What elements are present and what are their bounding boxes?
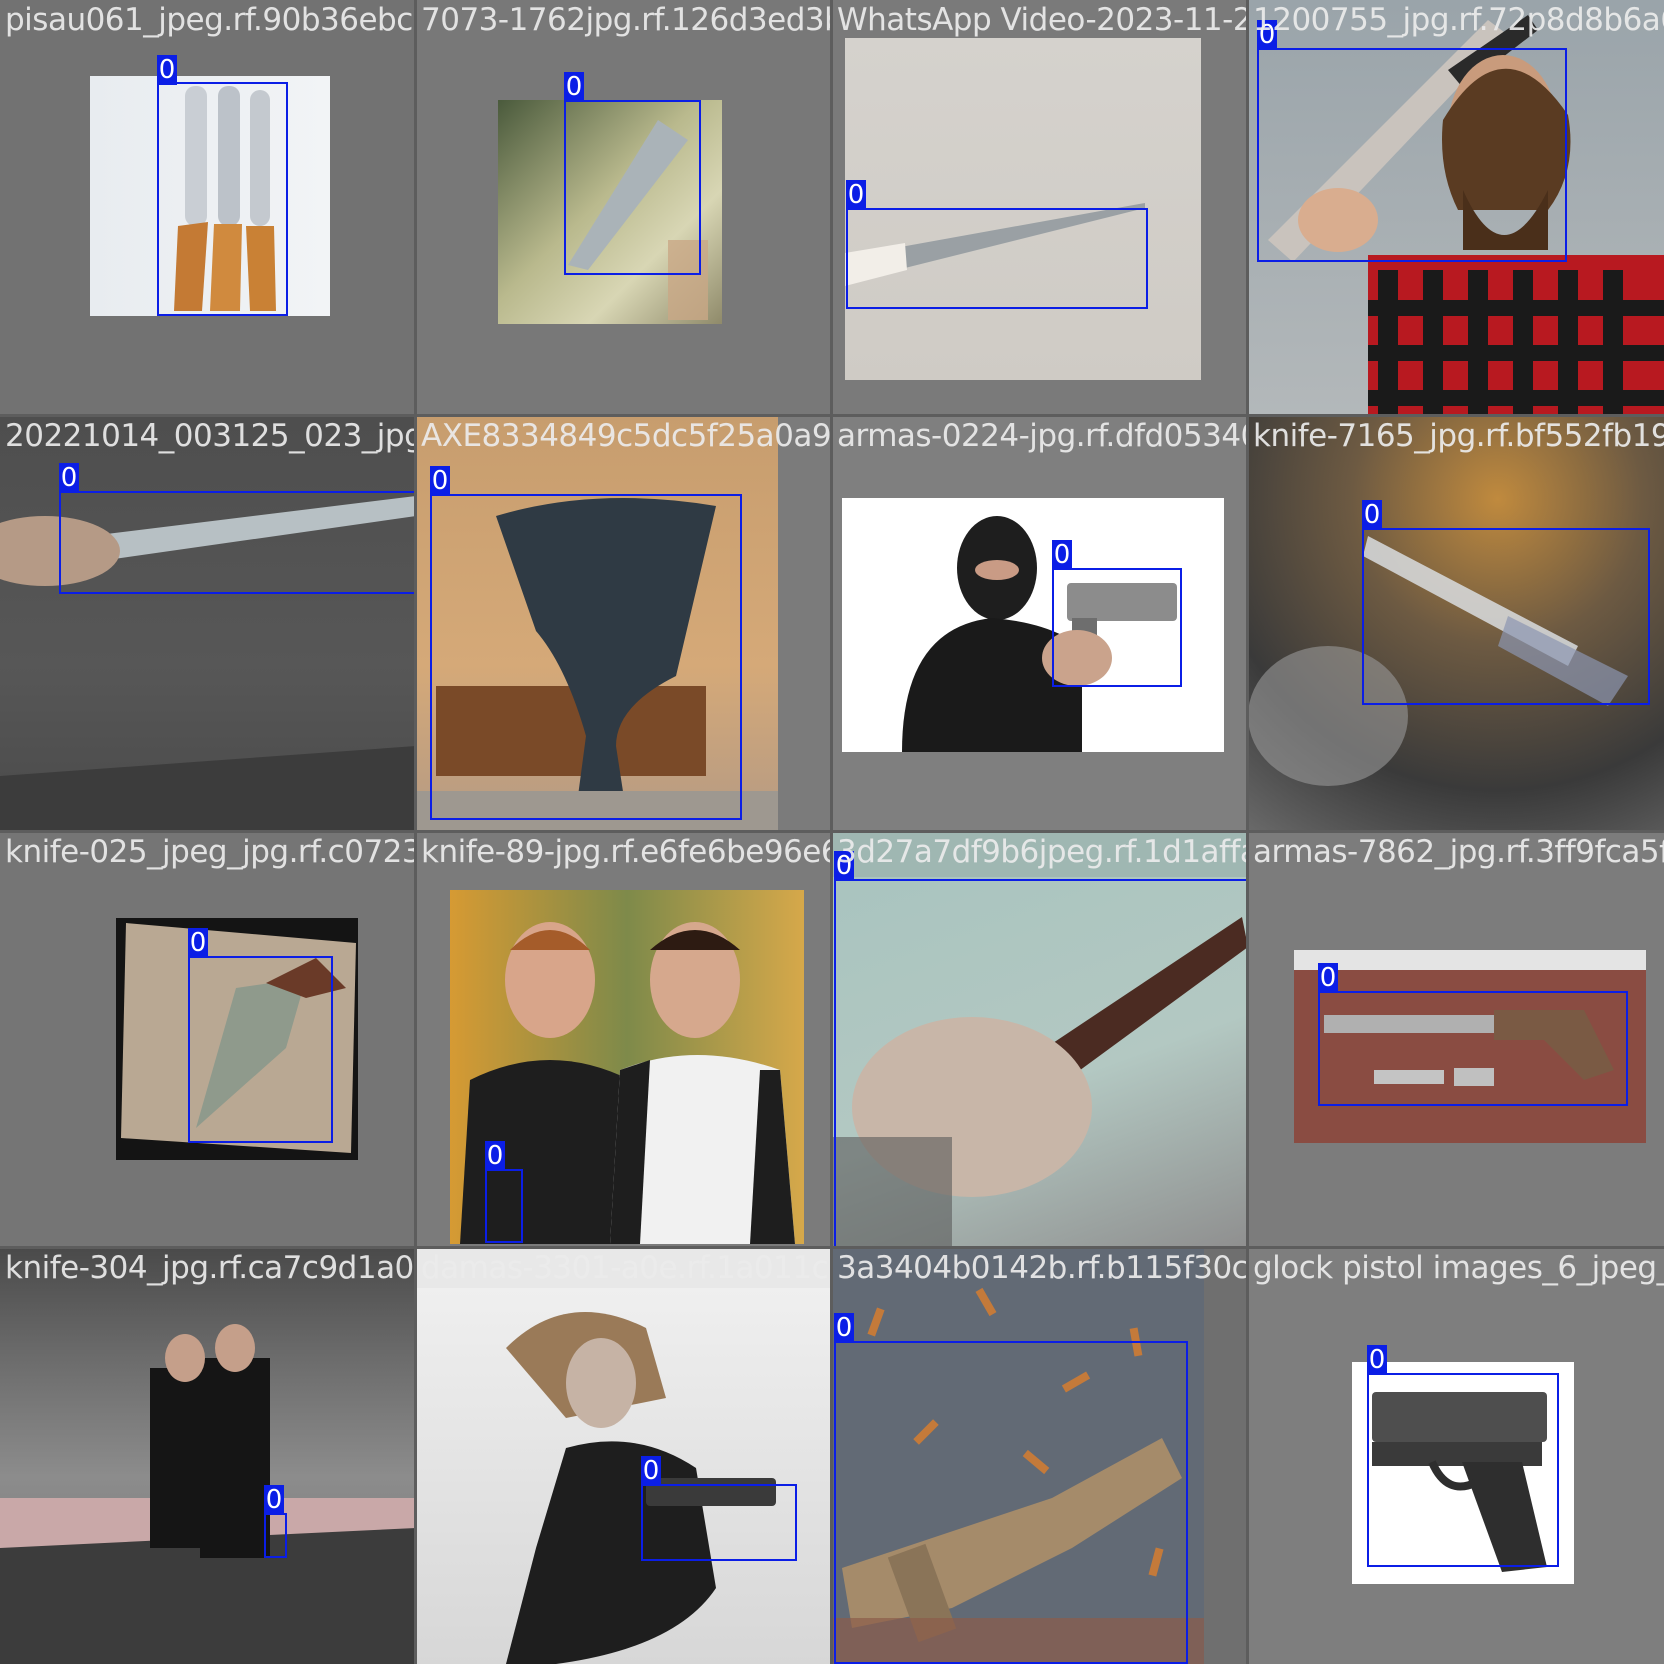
bounding-box [1362, 528, 1650, 705]
file-name: AXE8334849c5dc5f25a0a9 [421, 418, 832, 454]
class-label: 0 [834, 1313, 854, 1343]
tile-antique-revolver[interactable]: 0 armas-7862_jpg.rf.3ff9fca5f7 [1248, 832, 1664, 1248]
file-name: 7073-1762jpg.rf.126d3ed3bd3 [421, 2, 832, 38]
revolver-case-image [1294, 950, 1646, 1143]
masked-man-image [842, 498, 1224, 752]
pistol-image [1352, 1362, 1574, 1584]
tile-thin-blade[interactable]: 0 20221014_003125_023_jpg.rf. [0, 416, 416, 832]
file-name: armas-7862_jpg.rf.3ff9fca5f7 [1253, 834, 1664, 870]
file-name: armas-0224-jpg.rf.dfd05340a [837, 418, 1248, 454]
class-label: 0 [157, 55, 177, 85]
file-name: pisau061_jpeg.rf.90b36ebc3 [5, 2, 416, 38]
file-name: 20221014_003125_023_jpg.rf. [5, 418, 416, 454]
bounding-box [834, 879, 1248, 1248]
class-label: 0 [1362, 500, 1382, 530]
class-label: 0 [1257, 20, 1277, 50]
class-label: 0 [834, 851, 854, 881]
tile-kitchen-knife-cloth[interactable]: 0 knife-025_jpeg_jpg.rf.c07231 [0, 832, 416, 1248]
blurred-knife-image [1248, 416, 1664, 832]
class-label: 0 [264, 1485, 284, 1515]
bounding-box [564, 100, 701, 275]
file-name: glock pistol images_6_jpeg_ [1253, 1250, 1664, 1286]
tile-knife-in-hand[interactable]: 0 7073-1762jpg.rf.126d3ed3bd3 [416, 0, 832, 416]
class-label: 0 [1367, 1345, 1387, 1375]
tile-two-men-small-knife[interactable]: 0 knife-89-jpg.rf.e6fe6be96e6 [416, 832, 832, 1248]
class-label: 0 [188, 928, 208, 958]
tile-man-with-bat[interactable]: 0 1200755_jpg.rf.72p8d8b6a640 [1248, 0, 1664, 416]
class-label: 0 [1052, 540, 1072, 570]
class-label: 0 [430, 466, 450, 496]
knife-on-cloth-image [116, 918, 358, 1160]
pixelated-knife-image [832, 877, 1248, 1248]
training-image [0, 1248, 416, 1664]
class-label: 0 [1318, 963, 1338, 993]
file-name: 3a3404b0142b.rf.b115f30c38a [837, 1250, 1248, 1286]
person-with-bat-image [1248, 0, 1664, 416]
bounding-box [59, 491, 416, 594]
woman-pistol-image [416, 1288, 832, 1664]
tile-divider [0, 830, 1664, 833]
bounding-box [1257, 48, 1567, 262]
class-label: 0 [59, 463, 79, 493]
bounding-box [1367, 1373, 1559, 1567]
two-men-image [450, 890, 804, 1244]
bounding-box [1318, 991, 1628, 1106]
tile-masked-man-pistol[interactable]: 0 armas-0224-jpg.rf.dfd05340a [832, 416, 1248, 832]
bounding-box [1052, 568, 1182, 687]
bounding-box [846, 208, 1148, 309]
tile-knives-wooden-handles[interactable]: 0 pisau061_jpeg.rf.90b36ebc3 [0, 0, 416, 416]
class-label: 0 [641, 1456, 661, 1486]
tile-axe[interactable]: 0 AXE8334849c5dc5f25a0a9 [416, 416, 832, 832]
file-name: knife-304_jpg.rf.ca7c9d1a0e [5, 1250, 416, 1286]
tile-divider [0, 1246, 1664, 1249]
file-name: 1200755_jpg.rf.72p8d8b6a640 [1253, 2, 1664, 38]
bounding-box [641, 1484, 797, 1561]
class-label: 0 [564, 72, 584, 102]
tile-divider [0, 414, 1664, 417]
file-name: knife-89-jpg.rf.e6fe6be96e6 [421, 834, 832, 870]
tile-blurred-knife[interactable]: 0 knife-7165_jpg.rf.bf552fb1901 [1248, 416, 1664, 832]
tile-self-defence-training[interactable]: 0 knife-304_jpg.rf.ca7c9d1a0e [0, 1248, 416, 1664]
bounding-box [264, 1513, 287, 1558]
knife-image [90, 76, 330, 316]
file-name: damas-3301-a0e.rf.1a011c9ff [421, 1250, 832, 1286]
axe-image [416, 416, 778, 832]
file-name: 3d27a7df9b6jpeg.rf.1d1affa59 [837, 834, 1248, 870]
file-name: WhatsApp Video-2023-11-29 [837, 2, 1248, 38]
tile-fillet-knife[interactable]: 0 WhatsApp Video-2023-11-29 [832, 0, 1248, 416]
bounding-box [157, 82, 288, 316]
tile-rifle-and-cartridges[interactable]: 0 3a3404b0142b.rf.b115f30c38a [832, 1248, 1248, 1664]
bounding-box [188, 956, 333, 1143]
bounding-box [834, 1341, 1188, 1664]
class-label: 0 [485, 1141, 505, 1171]
tile-woman-with-pistol[interactable]: 0 damas-3301-a0e.rf.1a011c9ff [416, 1248, 832, 1664]
knife-image [498, 100, 722, 324]
tile-glock-pistol[interactable]: 0 glock pistol images_6_jpeg_ [1248, 1248, 1664, 1664]
class-label: 0 [846, 180, 866, 210]
file-name: knife-025_jpeg_jpg.rf.c07231 [5, 834, 416, 870]
rifle-image [832, 1248, 1204, 1664]
tile-pixelated-knife[interactable]: 0 3d27a7df9b6jpeg.rf.1d1affa59 [832, 832, 1248, 1248]
file-name: knife-7165_jpg.rf.bf552fb1901 [1253, 418, 1664, 454]
bounding-box [430, 494, 742, 820]
bounding-box [485, 1169, 523, 1243]
